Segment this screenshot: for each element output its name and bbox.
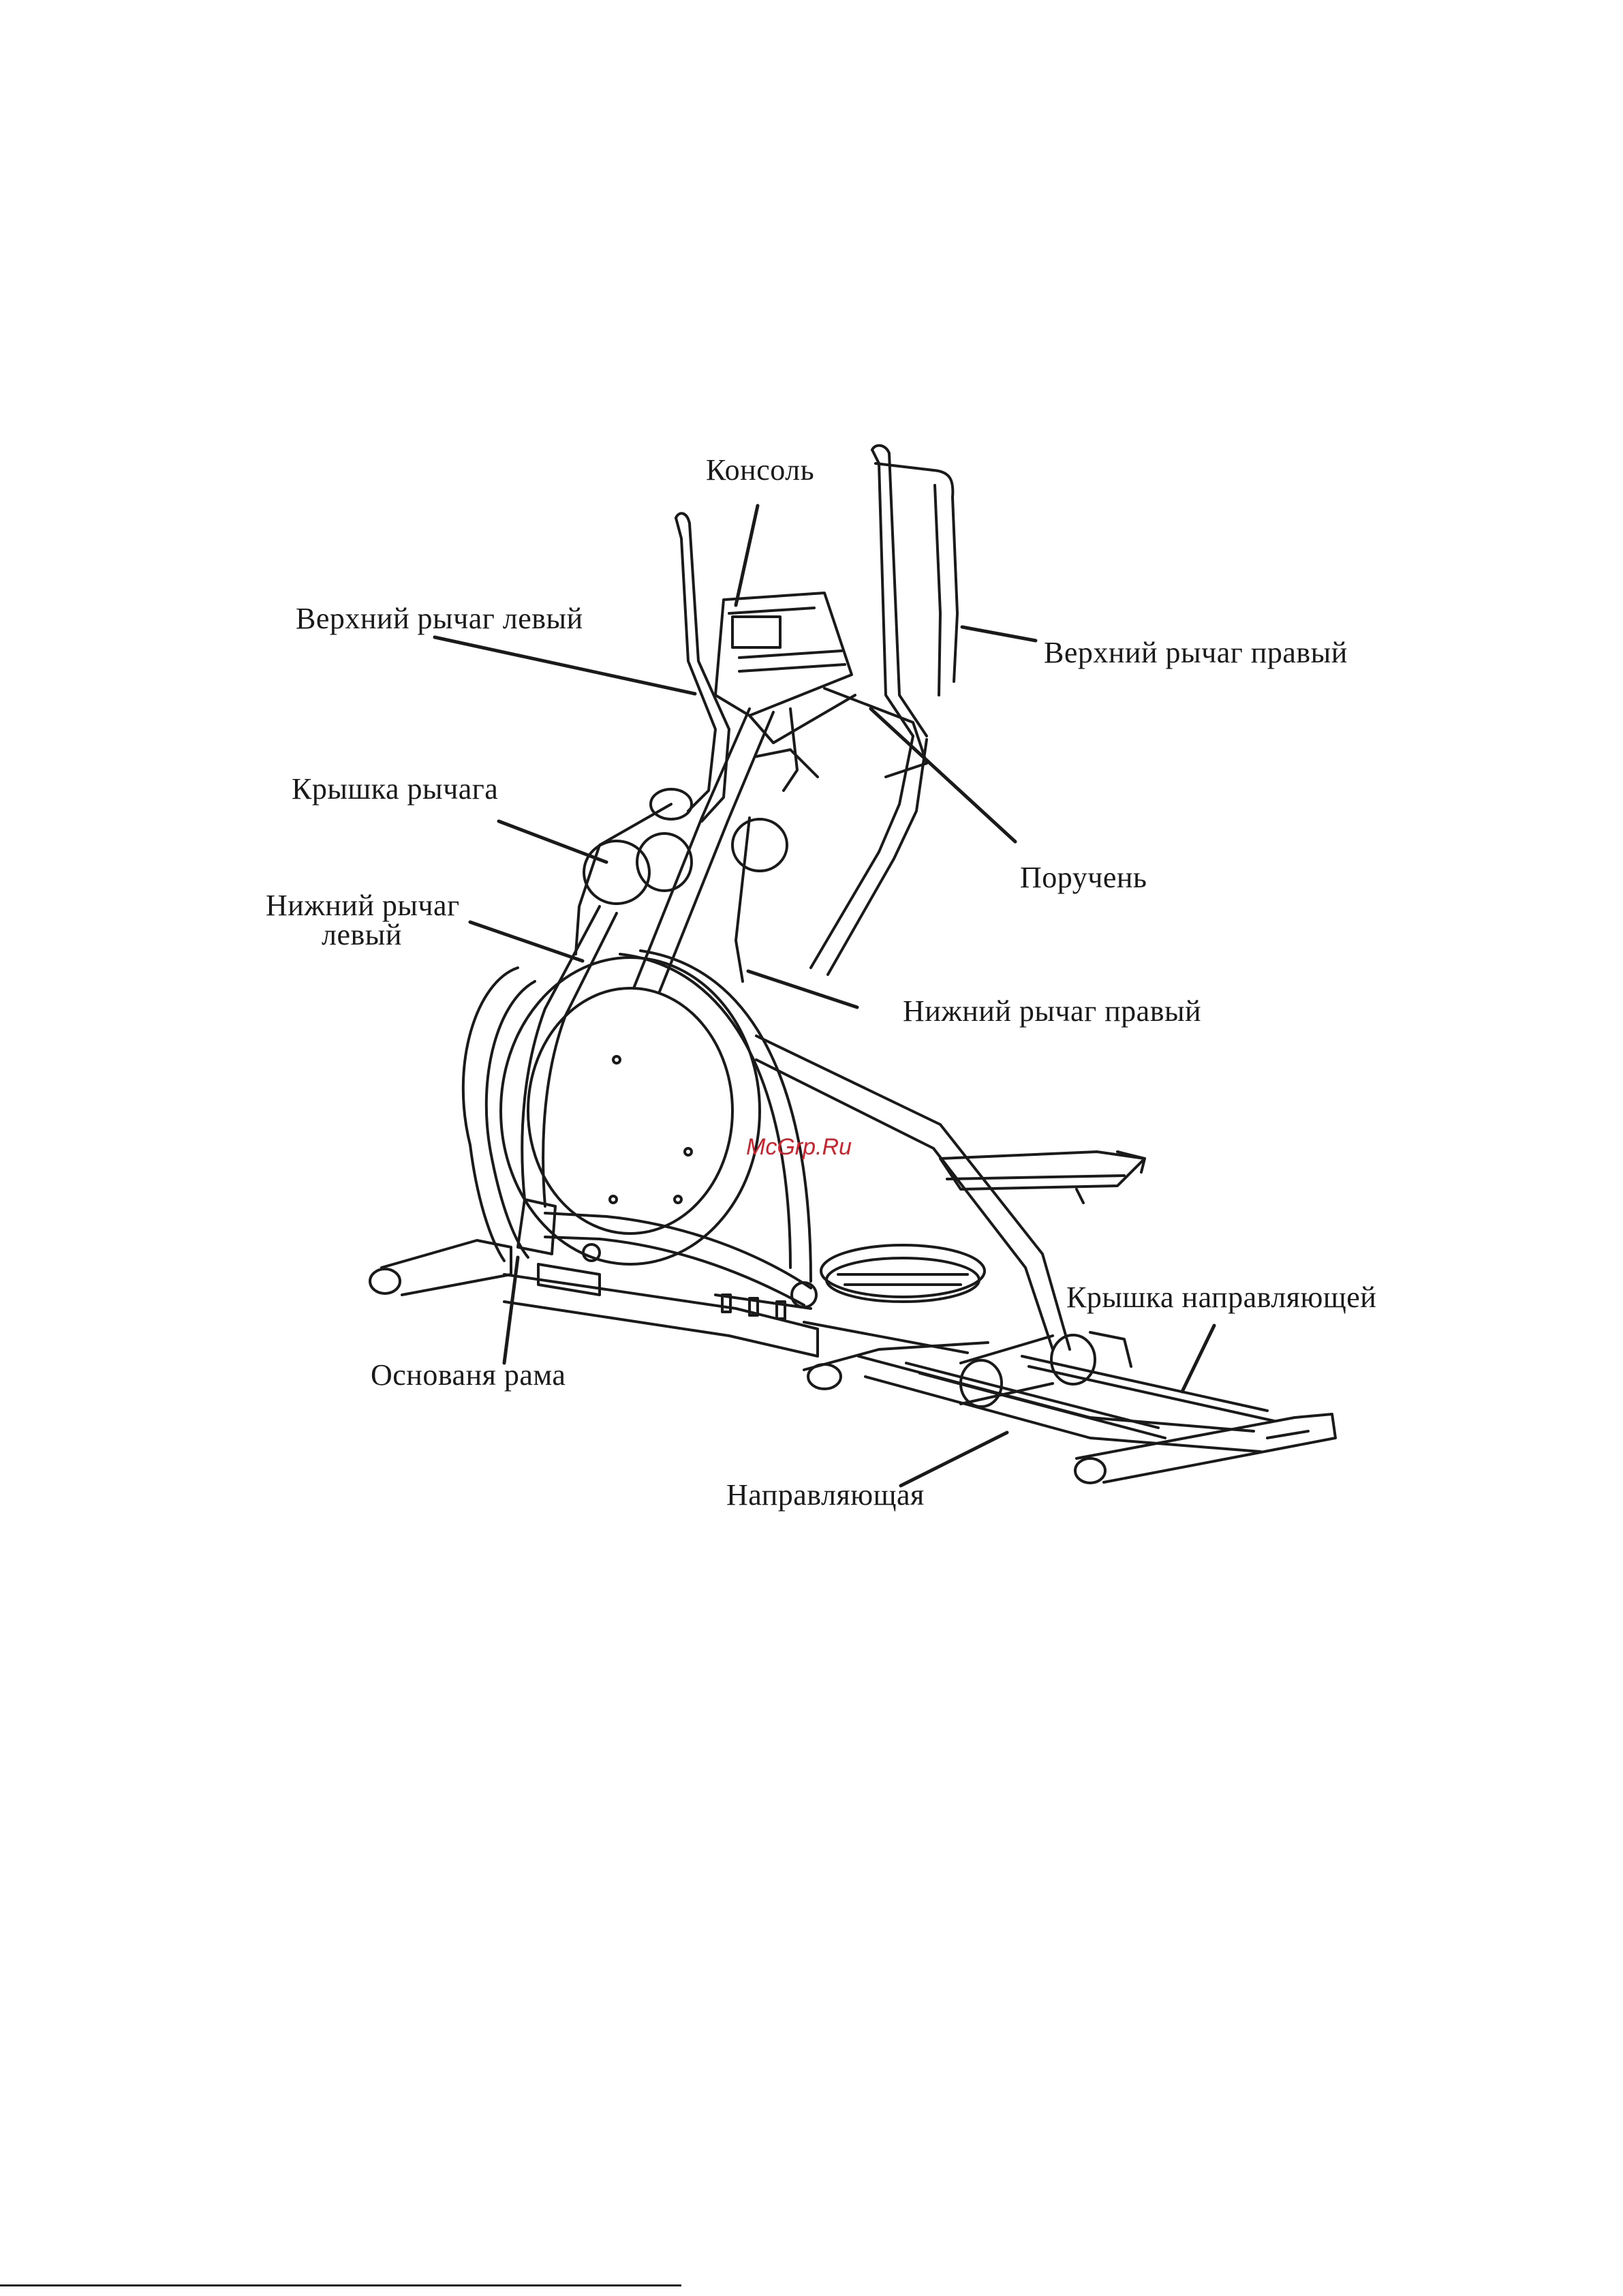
upper-lever-right-art xyxy=(732,446,957,981)
watermark: McGrp.Ru xyxy=(746,1134,852,1161)
mast-and-console xyxy=(634,593,927,992)
label-lever-cover: Крышка рычага xyxy=(292,774,498,804)
label-console: Консоль xyxy=(706,455,814,485)
label-lower-lever-right: Нижний рычаг правый xyxy=(903,996,1201,1026)
label-rail: Направляющая xyxy=(726,1480,925,1510)
flywheel-housing xyxy=(463,951,811,1281)
rail-assembly-art xyxy=(804,1332,1335,1483)
footer-rule xyxy=(0,2284,681,2286)
label-lower-lever-left-line1: Нижний рычаг xyxy=(266,891,460,921)
label-handrail: Поручень xyxy=(1020,863,1147,893)
upper-lever-left-art xyxy=(576,513,729,954)
label-upper-lever-right: Верхний рычаг правый xyxy=(1044,638,1348,668)
pedals-art xyxy=(821,1152,1145,1302)
label-base-frame: Основаня рама xyxy=(371,1360,566,1390)
label-lower-lever-left-line2: левый xyxy=(322,920,402,950)
label-upper-lever-left: Верхний рычаг левый xyxy=(296,604,583,634)
label-rail-cover: Крышка направляющей xyxy=(1066,1283,1376,1313)
pedal-arm-art xyxy=(538,1213,816,1307)
